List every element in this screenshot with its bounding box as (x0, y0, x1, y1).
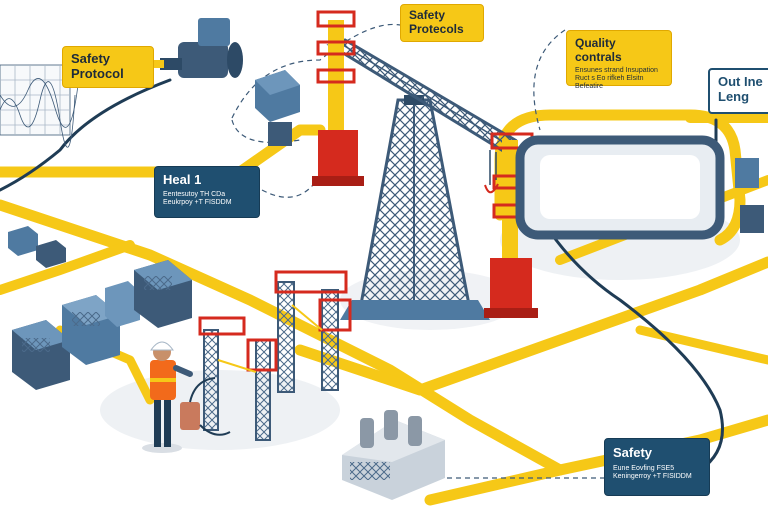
cable-left-motor (0, 78, 172, 192)
callout-safety-bottom: Safety Eune Eovfing FSE5 Keningerroy +T … (604, 438, 710, 496)
block-4 (134, 260, 192, 328)
transformer-blocks (8, 226, 192, 390)
callout-line-1: Eune Eovfing FSE5 (613, 464, 675, 472)
worker-figure (142, 341, 231, 453)
callout-line-2: Ruct s Eo rifkeh Elsitn (575, 74, 644, 82)
dashed-guide-heal (261, 174, 321, 198)
callout-title: Quality contrals (575, 36, 622, 64)
callout-heal-1: Heal 1 Eentesutoy TH CDa Eeukrpoy +T FIS… (154, 166, 260, 218)
callout-line-1: Eentesutoy TH CDa (163, 190, 226, 198)
callout-line-2: Eeukrpoy +T FISDDM (163, 199, 232, 207)
frame-structure-1 (274, 270, 352, 393)
callout-safety-protocol-left: Safety Protocol (62, 46, 154, 88)
dashed-guide-quality (533, 29, 566, 131)
substation-unit (342, 410, 445, 500)
callout-title: Heal 1 (163, 172, 202, 187)
pipe-diagonal-lower (0, 240, 135, 295)
pipe-horizontal-upper (0, 124, 326, 178)
block-1 (12, 320, 70, 390)
callout-line-1: Ensunes strand Insupation (575, 66, 658, 74)
block-3 (105, 281, 140, 327)
callout-title: Out Ine Leng (718, 74, 763, 104)
callout-title: Safety Protocol (71, 51, 124, 81)
column-left (312, 10, 364, 186)
cable-right-long (523, 188, 724, 472)
lattice-tower (340, 95, 490, 320)
dashed-guide-top (231, 23, 401, 119)
callout-title: Safety Protecols (409, 8, 464, 36)
callout-line-3: Befeatire (575, 83, 604, 91)
callout-title: Safety (613, 445, 653, 460)
callout-line-2: Keningerroy +T FISIDDM (613, 473, 692, 481)
callout-out-line-leng: Out Ine Leng (708, 68, 768, 114)
column-right (484, 132, 538, 318)
conveyor-loop (515, 135, 764, 240)
sketch-chart (0, 64, 79, 148)
pipe-main-cross (294, 256, 768, 396)
frame-structure-2 (198, 316, 278, 441)
crates-upper (255, 70, 300, 146)
callout-safety-protocols-top: Safety Protecols (400, 4, 484, 42)
callout-quality-controls: Quality contrals Ensunes strand Insupati… (566, 30, 672, 90)
pipe-far-right (635, 325, 768, 365)
motor-unit (152, 18, 243, 78)
